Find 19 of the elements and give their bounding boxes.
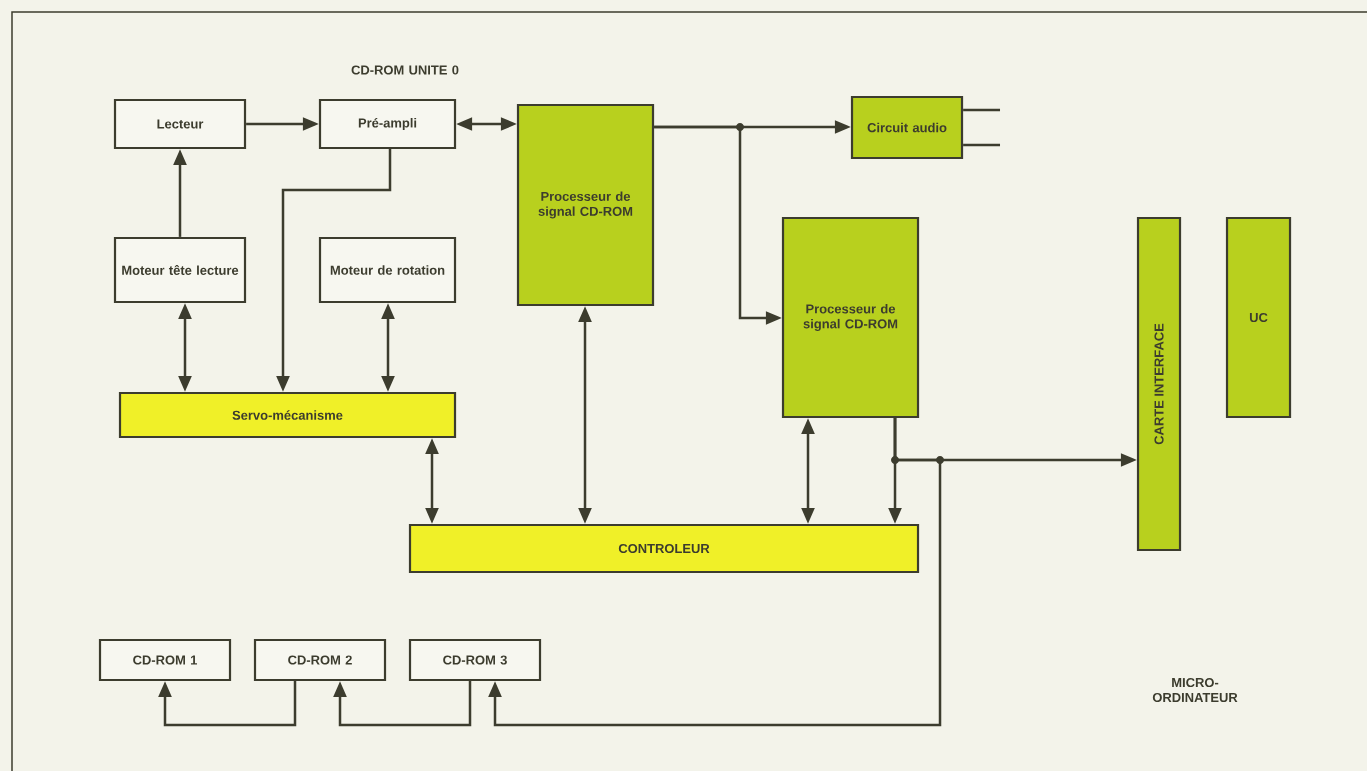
bus-box: Servo-mécanisme (118, 391, 457, 439)
block-box: Moteur de rotation (318, 236, 457, 304)
block-box: CD-ROM 3 (408, 638, 542, 682)
block-box: Moteur tête lecture (113, 236, 247, 304)
arrow (488, 418, 942, 727)
bus-box: CONTROLEUR (408, 523, 920, 574)
processor-box: Circuit audio (850, 95, 964, 160)
processor-box: Processeur de signal CD-ROM (516, 103, 655, 307)
arrow (333, 681, 472, 727)
block-box: Pré-ampli (318, 98, 457, 150)
arrow (158, 681, 297, 727)
processor-box: CARTE INTERFACE (1136, 216, 1182, 552)
caption-label: MICRO- ORDINATEUR (1152, 677, 1238, 703)
block-box: CD-ROM 2 (253, 638, 387, 682)
caption-label: CD-ROM UNITE 0 (351, 65, 459, 75)
block-box: Lecteur (113, 98, 247, 150)
block-box: CD-ROM 1 (98, 638, 232, 682)
processor-box: UC (1225, 216, 1292, 419)
processor-box: Processeur de signal CD-ROM (781, 216, 920, 419)
